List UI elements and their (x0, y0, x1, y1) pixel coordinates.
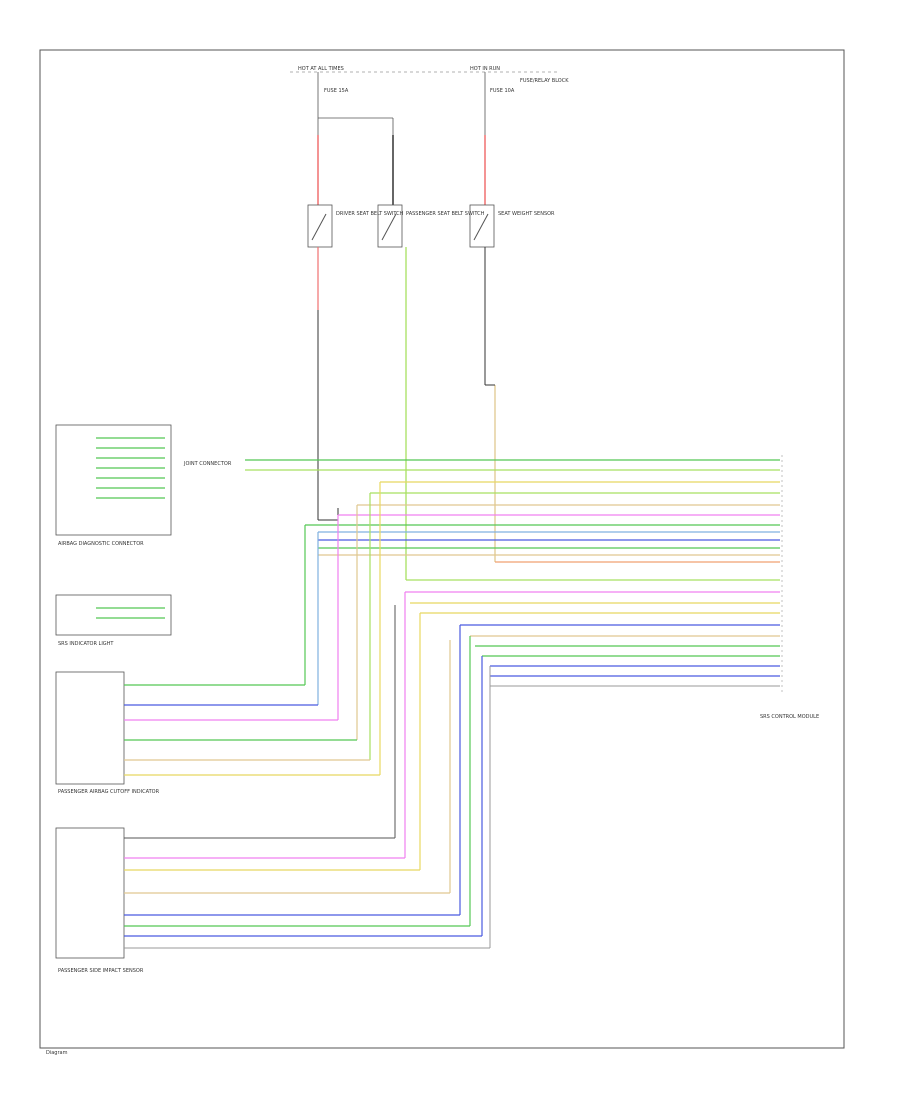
switch-2-label: PASSENGER SEAT BELT SWITCH (406, 211, 485, 217)
switch-1-label: DRIVER SEAT BELT SWITCH (336, 211, 404, 217)
fuse-2-label: FUSE 10A (490, 88, 515, 94)
bus-drops (304, 482, 491, 948)
power-source-2-label: HOT IN RUN (470, 66, 500, 72)
diagnostic-connector-wires (96, 437, 165, 619)
switch-feeds (317, 135, 486, 205)
airbag-diagnostic-connector: AIRBAG DIAGNOSTIC CONNECTOR (55, 424, 172, 547)
left-component-3-label: PASSENGER AIRBAG CUTOFF INDICATOR (58, 789, 160, 795)
seat-weight-sensor: SEAT WEIGHT SENSOR (469, 204, 555, 248)
right-component-label: SRS CONTROL MODULE (760, 714, 819, 720)
srs-module-bus (245, 459, 780, 687)
passenger-side-impact-sensor: PASSENGER SIDE IMPACT SENSOR (55, 827, 144, 974)
frame-label: Diagram (46, 1050, 68, 1056)
power-source-hot-at-all-times: HOT AT ALL TIMES FUSE 15A HOT IN RUN FUS… (290, 66, 569, 135)
switch-3-label: SEAT WEIGHT SENSOR (498, 211, 555, 217)
passenger-airbag-cutoff-indicator: PASSENGER AIRBAG CUTOFF INDICATOR (55, 671, 160, 795)
srs-indicator-light: SRS INDICATOR LIGHT (55, 594, 172, 647)
fuse-block-label: FUSE/RELAY BLOCK (520, 78, 569, 84)
passenger-seat-belt-switch: PASSENGER SEAT BELT SWITCH (377, 204, 485, 248)
power-source-1-label: HOT AT ALL TIMES (298, 66, 344, 72)
lower-component-wires (124, 684, 490, 949)
diagram-frame (39, 49, 845, 1049)
fuse-1-label: FUSE 15A (324, 88, 349, 94)
switch-output-wires (317, 247, 496, 580)
joint-connector-label: JOINT CONNECTOR (183, 461, 232, 467)
left-component-4-label: PASSENGER SIDE IMPACT SENSOR (58, 968, 144, 974)
driver-seat-belt-switch: DRIVER SEAT BELT SWITCH (307, 204, 404, 248)
left-component-2-label: SRS INDICATOR LIGHT (58, 641, 114, 647)
left-component-1-label: AIRBAG DIAGNOSTIC CONNECTOR (58, 541, 144, 547)
